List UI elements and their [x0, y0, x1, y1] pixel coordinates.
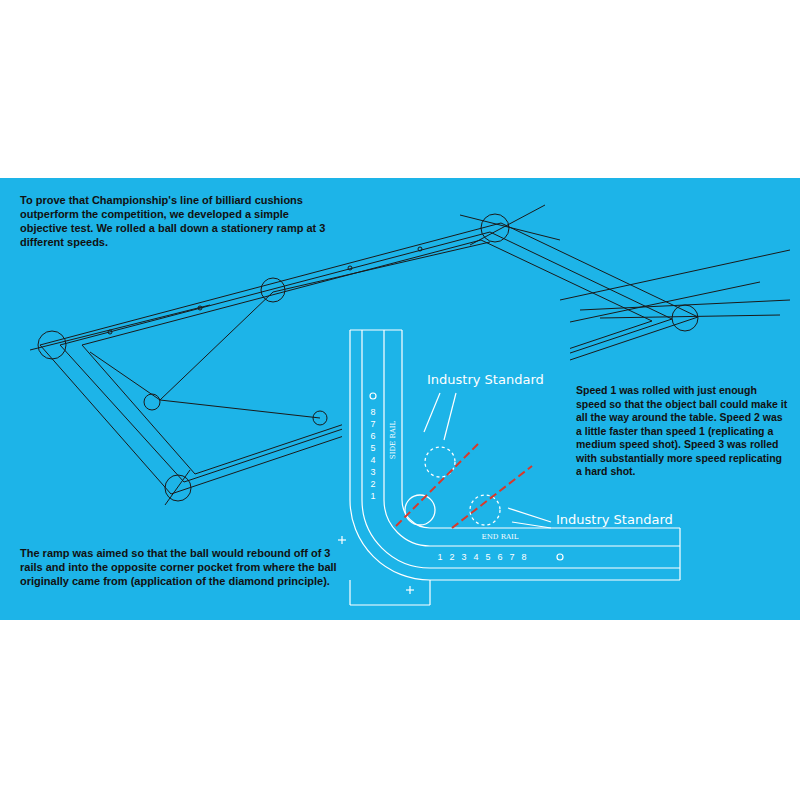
sketch-line [424, 393, 440, 432]
callout-label: Industry Standard [556, 512, 673, 527]
sketch-line [370, 393, 376, 399]
sketch-line [557, 554, 563, 560]
sketch-line [396, 444, 478, 526]
diamond-number: 3 [370, 467, 375, 477]
sketch-line [30, 305, 210, 350]
intro-text: To prove that Championship's line of bil… [20, 193, 338, 249]
diamond-number: 5 [485, 552, 490, 562]
diamond-number: 1 [370, 491, 375, 501]
sketch-line [144, 394, 160, 410]
sketch-line [580, 300, 790, 310]
sketch-line [679, 528, 680, 580]
diamond-number: 6 [497, 552, 502, 562]
sketch-line [341, 536, 342, 544]
sketch-line [108, 330, 112, 334]
diamond-number: 8 [370, 407, 375, 417]
sketch-line [165, 470, 190, 505]
callout-label: Industry Standard [427, 372, 544, 387]
sketch-line [198, 306, 202, 310]
sketch-line [405, 495, 435, 525]
sketch-line [444, 393, 456, 440]
leader-lines [424, 393, 551, 528]
sketch-line [418, 247, 422, 251]
ball-path-dashes [396, 444, 532, 528]
diamond-number: 4 [370, 455, 375, 465]
sketch-line [350, 329, 402, 330]
diamond-number: 1 [437, 552, 442, 562]
diamond-number: 3 [461, 552, 466, 562]
sketch-line [409, 586, 410, 594]
sketch-line [90, 352, 160, 400]
sketch-line [508, 508, 551, 522]
speed-note: Speed 1 was rolled with just enough spee… [576, 384, 788, 479]
sketch-line [452, 466, 532, 528]
diamond-number: 2 [449, 552, 454, 562]
sketch-line [600, 315, 780, 318]
diamond-number: 2 [370, 479, 375, 489]
rail-name: END RAIL [482, 533, 519, 541]
rail-name: SIDE RAIL [389, 421, 397, 459]
sketch-line [481, 214, 509, 242]
sketch-line [560, 250, 790, 300]
sketch-line [350, 604, 430, 605]
sketch-line [470, 205, 545, 245]
diamond-number: 8 [521, 552, 526, 562]
diamond-number: 4 [473, 552, 478, 562]
inset-ground [342, 328, 690, 612]
diamond-number: 7 [509, 552, 514, 562]
sketch-line [429, 580, 430, 605]
sketch-line [313, 411, 327, 425]
diamond-number: 5 [370, 443, 375, 453]
sketch-line [165, 475, 191, 501]
sketch-line [349, 580, 350, 605]
ball-positions [405, 447, 500, 525]
sketch-line [160, 400, 320, 418]
diamond-number: 7 [370, 419, 375, 429]
sketch-line [348, 266, 352, 270]
method-note: The ramp was aimed so that the ball woul… [20, 546, 340, 588]
sketch-line [460, 215, 560, 240]
sketch-line [672, 305, 698, 331]
diamond-number: 6 [370, 431, 375, 441]
sketch-line [512, 522, 551, 528]
